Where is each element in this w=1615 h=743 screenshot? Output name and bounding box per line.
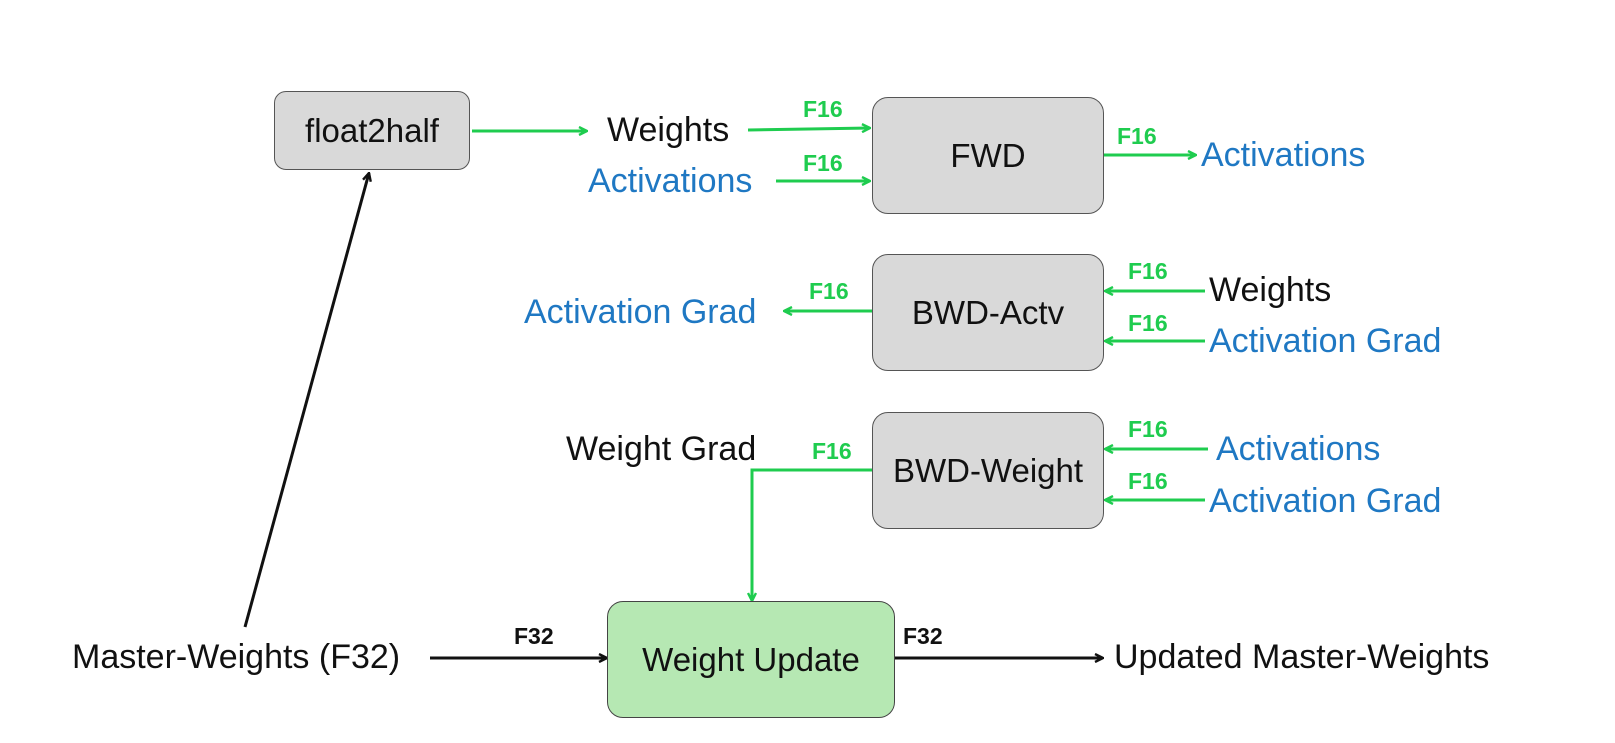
bwd-weight-output-grad-label: Weight Grad	[566, 430, 757, 468]
bwd-weight-input-activations-label: Activations	[1216, 430, 1381, 468]
bwd-actv-box: BWD-Actv	[872, 254, 1104, 371]
bwd-weight-grad-precision-tag: F16	[1128, 468, 1168, 494]
update-input-precision-tag: F32	[514, 623, 554, 649]
weights-to-fwd-arrow	[747, 128, 870, 130]
float2half-box: float2half	[274, 91, 470, 170]
fwd-box: FWD	[872, 97, 1104, 214]
bwd-actv-weights-precision-tag: F16	[1128, 258, 1168, 284]
fwd-output-activations-label: Activations	[1201, 136, 1366, 174]
weight-update-box: Weight Update	[607, 601, 895, 718]
bwd-actv-grad-precision-tag: F16	[1128, 310, 1168, 336]
weight-grad-to-update-arrow	[752, 468, 873, 601]
bwd-actv-input-grad-label: Activation Grad	[1209, 322, 1442, 360]
fwd-weights-precision-tag: F16	[803, 96, 843, 122]
bwd-actv-output-grad-label: Activation Grad	[524, 293, 757, 331]
bwd-actv-input-weights-label: Weights	[1209, 271, 1332, 309]
master-weights-label: Master-Weights (F32)	[72, 638, 401, 676]
fwd-input-activations-label: Activations	[588, 162, 753, 200]
bwd-actv-output-precision-tag: F16	[809, 278, 849, 304]
bwd-weight-input-grad-label: Activation Grad	[1209, 482, 1442, 520]
master-weights-to-float2half-arrow	[243, 173, 369, 628]
bwd-weight-box: BWD-Weight	[872, 412, 1104, 529]
update-output-precision-tag: F32	[903, 623, 943, 649]
bwd-weight-activations-precision-tag: F16	[1128, 416, 1168, 442]
fwd-output-precision-tag: F16	[1117, 123, 1157, 149]
updated-master-weights-label: Updated Master-Weights	[1114, 638, 1490, 676]
fwd-input-weights-label: Weights	[607, 111, 730, 149]
fwd-activations-precision-tag: F16	[803, 150, 843, 176]
bwd-weight-output-precision-tag: F16	[812, 438, 852, 464]
